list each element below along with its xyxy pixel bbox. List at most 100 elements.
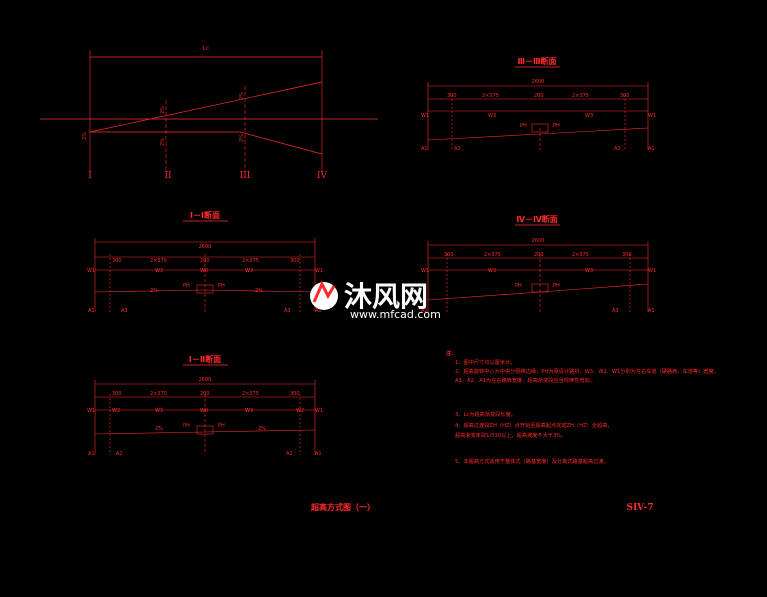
- section-2-dim-300-right: 300: [290, 391, 300, 397]
- note-1: 1、图中尺寸均以厘米计。: [455, 358, 515, 366]
- section-1-pct-left: 2%: [150, 288, 158, 294]
- section-2-dim-2375-left: 2×375: [150, 391, 167, 397]
- section-3-total-width: 2600: [532, 79, 545, 85]
- section-1-a1-left: A1: [88, 308, 95, 314]
- section-4-dim-300-right: 300: [622, 252, 632, 258]
- section-4-w1-right: W1: [648, 268, 656, 274]
- section-2-pct-right: 2%: [258, 426, 266, 432]
- section-2-w3-left: W3: [155, 408, 163, 414]
- section-3-title: Ⅲ－Ⅲ断面: [517, 56, 556, 66]
- section-4-drawing: [427, 241, 649, 312]
- section-1-w1-left: W1: [87, 268, 95, 274]
- section-3-a3-right: A3: [614, 146, 621, 152]
- section-2-a1-left: A1: [88, 451, 95, 457]
- section-4-dim-2375-right: 2×375: [572, 252, 589, 258]
- section-4-a1-left: A1: [421, 308, 428, 314]
- plan-slope-label-3: 2%: [160, 138, 166, 146]
- section-1-w1-right: W1: [315, 268, 323, 274]
- section-3-w3-left: W3: [488, 113, 496, 119]
- note-4-cont: 超高渐变率取1/330以上，超高坡度不大于3%。: [455, 431, 566, 439]
- note-5: 5、本超高方式适用于整体式（路基宽度）及分离式路基超高过渡。: [455, 457, 609, 465]
- section-4-a1-right: A1: [648, 308, 655, 314]
- section-1-dim-300-right: 300: [290, 258, 300, 264]
- section-1-title: Ⅰ－Ⅰ断面: [190, 210, 220, 220]
- section-2-title: Ⅰ－Ⅱ断面: [189, 354, 221, 364]
- section-2-w2-left: W2: [112, 408, 120, 414]
- section-2-w2-right: W2: [296, 408, 304, 414]
- section-2-a2-left: A2: [116, 451, 123, 457]
- section-2-drawing: [94, 380, 316, 455]
- section-1-dim-300-left: 300: [112, 258, 122, 264]
- section-2-w1-left: W1: [87, 408, 95, 414]
- section-2-dim-2375-right: 2×375: [242, 391, 259, 397]
- watermark: 沐风网 www.mfcad.com: [310, 280, 441, 321]
- plan-length-label: Lc: [203, 45, 210, 52]
- section-3-drawing: [427, 82, 649, 150]
- section-1-pct-right: 2%: [255, 288, 263, 294]
- plan-slope-label-2: 2%: [160, 106, 166, 114]
- section-4-dim-2375-left: 2×375: [484, 252, 501, 258]
- section-2-pct-left: 2%: [155, 426, 163, 432]
- plan-lower-taper: [239, 131, 323, 155]
- watermark-brand: 沐风网: [344, 280, 428, 313]
- section-3-ph-right: PH: [553, 123, 560, 129]
- section-2-w0: W0: [200, 408, 208, 414]
- section-1-dim-2375-right: 2×375: [242, 258, 259, 264]
- section-3-dim-2375-right: 2×375: [572, 93, 589, 99]
- section-2-ph-left: PH: [183, 423, 190, 429]
- section-1-a3-left: A3: [121, 308, 128, 314]
- plan-station-4: IV: [317, 171, 328, 181]
- section-1-dim-200: 200: [200, 258, 210, 264]
- section-1-w3-right: W3: [245, 268, 253, 274]
- section-1-total-width: 2600: [199, 244, 212, 250]
- section-1-ph-right: PH: [218, 283, 225, 289]
- section-2-a1-right: A1: [315, 451, 322, 457]
- section-4-a3-right: A3: [612, 308, 619, 314]
- watermark-logo-mark: [312, 280, 336, 303]
- plan-view: [40, 50, 378, 172]
- section-2-dim-200: 200: [200, 391, 210, 397]
- section-3-dim-300-right: 300: [620, 93, 630, 99]
- section-1-a1-right: A1: [315, 308, 322, 314]
- section-1-w0: W0: [200, 268, 208, 274]
- plan-slope-label-1: 2%: [82, 132, 88, 140]
- section-3-w1-left: W1: [421, 113, 429, 119]
- section-4-ph-right: PH: [553, 283, 560, 289]
- note-4: 4、超高过渡段ZH（HZ）点开始至超高起点完成ZH（HZ）全超高，: [455, 421, 613, 429]
- sheet-number: SIV-7: [626, 503, 653, 513]
- section-4-w3-right: W3: [585, 268, 593, 274]
- section-2-a2-right: A2: [286, 451, 293, 457]
- section-2-w3-right: W3: [245, 408, 253, 414]
- note-2-cont: A3、A2、A1为左右路肩宽度，超高渐变段应当规律性增加。: [455, 376, 595, 384]
- section-3-w1-right: W1: [648, 113, 656, 119]
- section-3-a1-right: A1: [648, 146, 655, 152]
- section-3-ph-left: PH: [520, 123, 527, 129]
- section-2-total-width: 2600: [199, 377, 212, 383]
- section-1-ph-left: PH: [183, 283, 190, 289]
- section-3-a1-left: A1: [421, 146, 428, 152]
- plan-slope-label-5: 2%: [239, 134, 245, 142]
- drawing-title: 超高方式图（一）: [310, 502, 375, 512]
- section-4-ph-left: PH: [515, 283, 522, 289]
- section-3-a3-left: A3: [454, 146, 461, 152]
- section-1-a3-right: A3: [284, 308, 291, 314]
- section-2-dim-300-left: 300: [112, 391, 122, 397]
- section-1-dim-2375-left: 2×375: [150, 258, 167, 264]
- section-1-w3-left: W3: [155, 268, 163, 274]
- section-3-dim-300-left: 300: [447, 93, 457, 99]
- watermark-url: www.mfcad.com: [350, 308, 441, 321]
- note-3: 3、Lc为超高渐变段长度。: [455, 410, 516, 418]
- section-4-dim-200: 200: [534, 252, 544, 258]
- section-3-w3-right: W3: [585, 113, 593, 119]
- section-2-w1-right: W1: [315, 408, 323, 414]
- section-2-ph-right: PH: [218, 423, 225, 429]
- plan-station-3: III: [240, 171, 251, 181]
- section-4-w3-left: W3: [488, 268, 496, 274]
- section-4-total-width: 2600: [532, 238, 545, 244]
- notes-heading: 注：: [446, 349, 456, 357]
- plan-upper-edge: [89, 81, 323, 133]
- plan-station-1: I: [88, 171, 92, 181]
- section-3-dim-2375-left: 2×375: [482, 93, 499, 99]
- section-3-dim-200: 200: [534, 93, 544, 99]
